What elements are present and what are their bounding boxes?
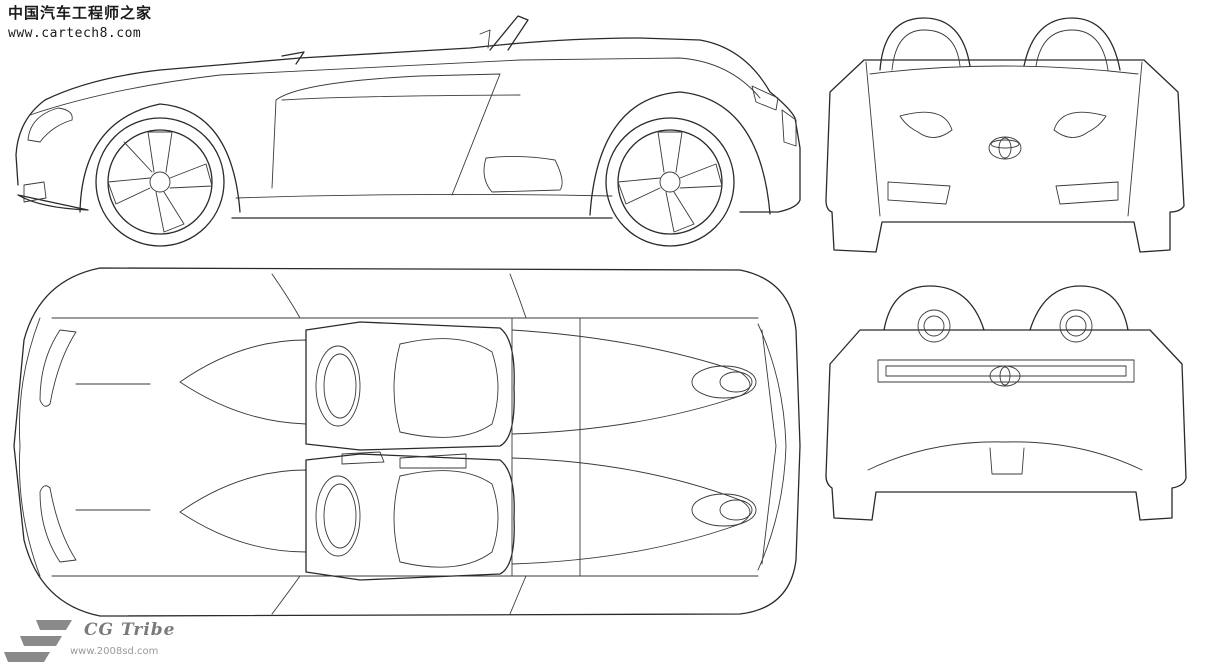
top-rear-bulge-left <box>511 329 751 435</box>
rear-light-bar <box>877 359 1135 383</box>
top-front-nose <box>18 317 41 577</box>
front-headlight-left <box>899 111 953 138</box>
side-headlight <box>27 107 73 143</box>
front-wheel <box>95 117 225 247</box>
site-url: www.cartech8.com <box>8 26 142 41</box>
side-windshield <box>281 51 305 65</box>
front-toyota-logo <box>988 136 1022 160</box>
rear-body-outline <box>825 329 1187 521</box>
watermark-url: www.2008sd.com <box>70 646 159 657</box>
rear-hump-left <box>883 285 985 331</box>
front-headlight-right <box>1053 111 1107 138</box>
side-door-line <box>271 73 501 196</box>
front-body-outline <box>825 59 1185 253</box>
side-belt-line <box>29 57 761 116</box>
rear-wheel <box>605 117 735 247</box>
site-header: 中国汽车工程师之家 www.cartech8.com <box>8 4 153 41</box>
rear-wheel-arch <box>589 91 771 216</box>
side-sill <box>235 193 613 199</box>
top-hood-bulge-right <box>179 469 307 553</box>
top-view <box>13 267 801 617</box>
watermark: CG Tribe www.2008sd.com <box>0 612 240 669</box>
top-body-outline <box>13 267 801 617</box>
top-rear-deck <box>511 317 581 577</box>
top-seat-right <box>305 453 515 581</box>
top-seat-left <box>305 321 515 451</box>
front-rollbar-left <box>879 17 971 71</box>
side-air-scoop <box>483 155 563 193</box>
front-wheel-arch <box>79 103 241 213</box>
rear-hump-right <box>1029 285 1129 331</box>
front-view <box>825 17 1185 253</box>
side-view <box>15 15 801 247</box>
watermark-brand: CG Tribe <box>84 620 176 640</box>
side-rollbar <box>489 15 529 51</box>
cg-tribe-logo-icon <box>4 620 72 662</box>
rear-diffuser <box>867 441 1143 471</box>
side-body-outline <box>15 37 801 219</box>
front-rollbar-right <box>1023 17 1121 71</box>
site-title: 中国汽车工程师之家 <box>8 4 153 22</box>
top-rear-bulge-right <box>511 457 751 565</box>
top-center-console <box>341 451 467 469</box>
side-rear-light <box>751 85 779 111</box>
rear-toyota-logo <box>989 365 1021 387</box>
rear-view <box>825 285 1187 521</box>
top-hood-bulge-left <box>179 339 307 425</box>
